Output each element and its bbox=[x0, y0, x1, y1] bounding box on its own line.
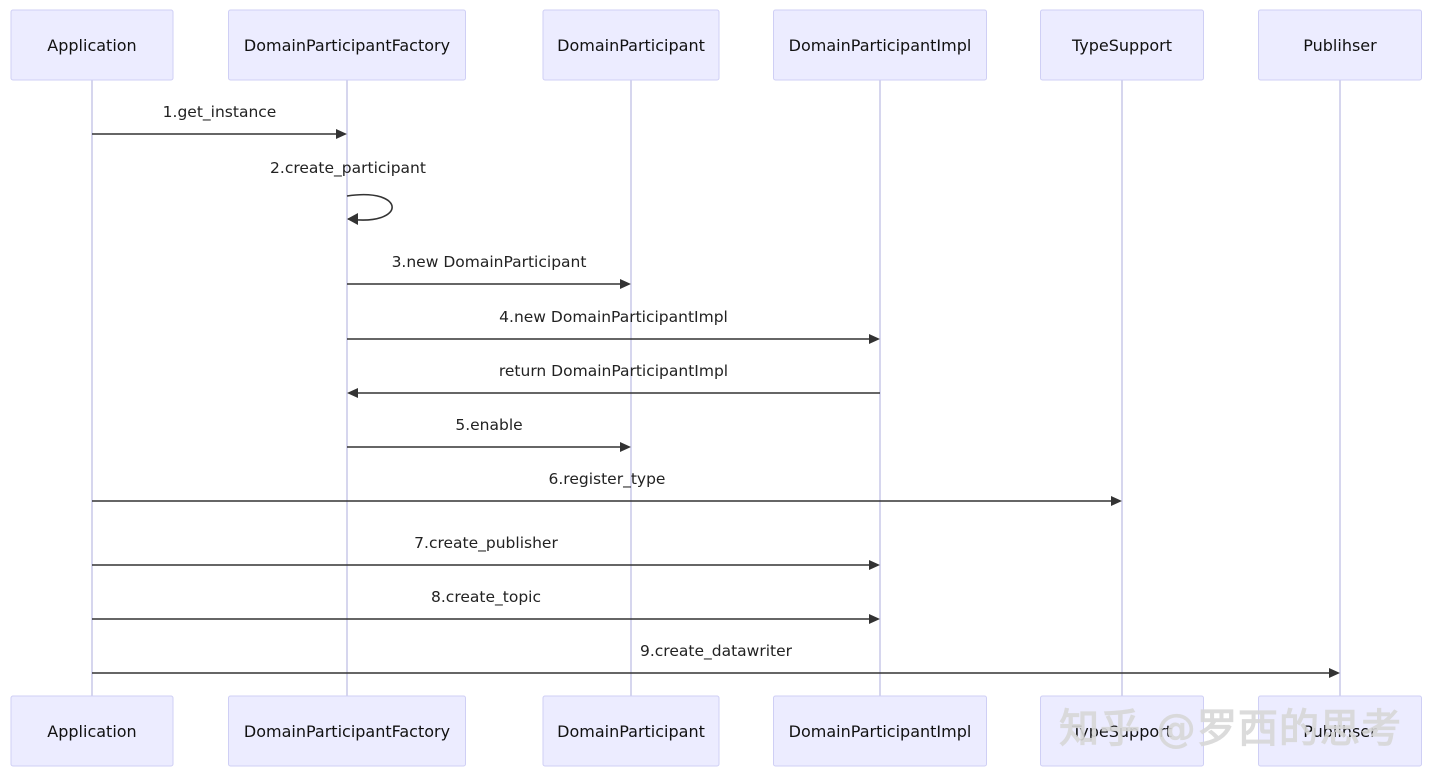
actor-bottom: Application bbox=[10, 695, 174, 767]
arrowhead bbox=[620, 442, 631, 452]
actor-box bbox=[773, 695, 987, 767]
actor-box bbox=[1258, 695, 1422, 767]
actor-box bbox=[10, 9, 174, 81]
actor-bottom: Publihser bbox=[1258, 695, 1422, 767]
actor-box bbox=[542, 9, 720, 81]
watermark: 知乎 @罗西的思考 bbox=[1059, 706, 1402, 752]
message: 2.create_participant bbox=[270, 159, 426, 225]
message: 9.create_datawriter bbox=[92, 642, 1340, 678]
actor-top: TypeSupport bbox=[1040, 9, 1204, 81]
actor-label: DomainParticipant bbox=[557, 722, 705, 741]
message: 4.new DomainParticipantImpl bbox=[347, 308, 880, 344]
actor-box bbox=[228, 9, 466, 81]
arrowhead bbox=[336, 129, 347, 139]
actor-label: TypeSupport bbox=[1071, 722, 1172, 741]
actor-label: Application bbox=[47, 36, 136, 55]
actor-bottom: DomainParticipantImpl bbox=[773, 695, 987, 767]
message-label: return DomainParticipantImpl bbox=[499, 362, 728, 380]
actor-box bbox=[1040, 9, 1204, 81]
message: 7.create_publisher bbox=[92, 534, 880, 570]
arrowhead bbox=[347, 213, 358, 225]
actor-box bbox=[773, 9, 987, 81]
actor-label: DomainParticipantImpl bbox=[789, 722, 972, 741]
message: 1.get_instance bbox=[92, 103, 347, 139]
message-label: 5.enable bbox=[455, 416, 522, 434]
actor-top: DomainParticipantImpl bbox=[773, 9, 987, 81]
message-label: 1.get_instance bbox=[163, 103, 277, 122]
self-message-line bbox=[346, 193, 393, 221]
message: 8.create_topic bbox=[92, 588, 880, 624]
message: 5.enable bbox=[347, 416, 631, 452]
message-label: 8.create_topic bbox=[431, 588, 541, 607]
message-label: 4.new DomainParticipantImpl bbox=[499, 308, 728, 326]
arrowhead bbox=[620, 279, 631, 289]
message-label: 6.register_type bbox=[549, 470, 666, 489]
actor-label: Publihser bbox=[1303, 36, 1377, 55]
actor-bottom: DomainParticipant bbox=[542, 695, 720, 767]
message-label: 7.create_publisher bbox=[414, 534, 558, 553]
message-label: 9.create_datawriter bbox=[640, 642, 793, 661]
actor-top: DomainParticipant bbox=[542, 9, 720, 81]
actor-label: DomainParticipant bbox=[557, 36, 705, 55]
arrowhead bbox=[869, 560, 880, 570]
actor-label: DomainParticipantFactory bbox=[244, 722, 450, 741]
arrowhead bbox=[1111, 496, 1122, 506]
arrowhead bbox=[347, 388, 358, 398]
actor-bottom: DomainParticipantFactory bbox=[228, 695, 466, 767]
arrowhead bbox=[1329, 668, 1340, 678]
actor-label: Publihser bbox=[1303, 722, 1377, 741]
actor-top: Publihser bbox=[1258, 9, 1422, 81]
actor-box bbox=[1040, 695, 1204, 767]
message: 3.new DomainParticipant bbox=[347, 253, 631, 289]
actor-top: DomainParticipantFactory bbox=[228, 9, 466, 81]
message: 6.register_type bbox=[92, 470, 1122, 506]
actor-box bbox=[10, 695, 174, 767]
arrowhead bbox=[869, 614, 880, 624]
actor-top: Application bbox=[10, 9, 174, 81]
actor-box bbox=[1258, 9, 1422, 81]
actor-label: DomainParticipantFactory bbox=[244, 36, 450, 55]
message: return DomainParticipantImpl bbox=[347, 362, 880, 398]
message-label: 2.create_participant bbox=[270, 159, 426, 178]
actor-box bbox=[228, 695, 466, 767]
actor-label: DomainParticipantImpl bbox=[789, 36, 972, 55]
arrowhead bbox=[869, 334, 880, 344]
actor-label: Application bbox=[47, 722, 136, 741]
actor-label: TypeSupport bbox=[1071, 36, 1172, 55]
message-label: 3.new DomainParticipant bbox=[392, 253, 587, 271]
actor-box bbox=[542, 695, 720, 767]
actor-bottom: TypeSupport bbox=[1040, 695, 1204, 767]
